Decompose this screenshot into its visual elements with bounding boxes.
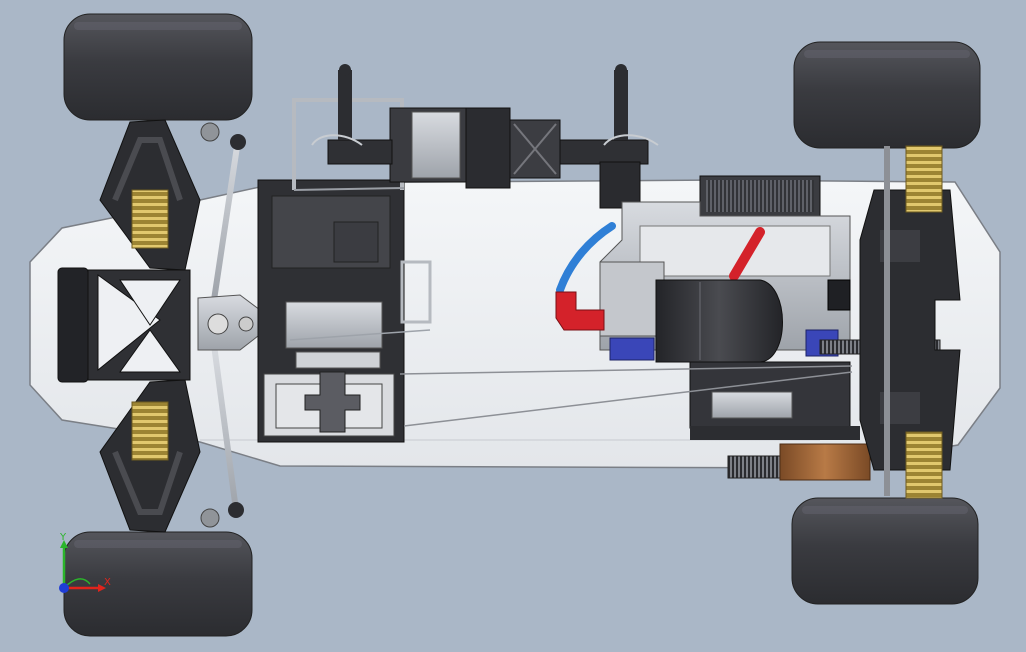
radio-tray[interactable] (257, 98, 432, 443)
axis-x-label: X (104, 577, 111, 588)
tire-rear-right[interactable] (791, 497, 979, 605)
rear-suspension[interactable] (827, 145, 961, 499)
front-shock-lower (131, 401, 169, 461)
body-post-left (338, 64, 352, 140)
front-shock-upper (131, 189, 169, 249)
throttle-cables (289, 329, 853, 427)
fuel-tank (655, 279, 783, 363)
tire-front-left[interactable] (63, 13, 253, 121)
tire-front-right[interactable] (63, 531, 253, 637)
tire-rear-left[interactable] (793, 41, 981, 149)
axis-y-label: Y (59, 532, 67, 543)
servo (275, 371, 383, 433)
body-post-right (614, 64, 628, 140)
rear-shock-upper (905, 145, 943, 213)
wing-mount[interactable] (311, 64, 659, 209)
rear-shock-lower (905, 431, 943, 499)
coordinate-triad-icon: X Y (59, 532, 111, 593)
fuel-fitting-red (555, 291, 605, 331)
cooling-fins (706, 180, 814, 212)
front-suspension[interactable] (57, 119, 277, 533)
